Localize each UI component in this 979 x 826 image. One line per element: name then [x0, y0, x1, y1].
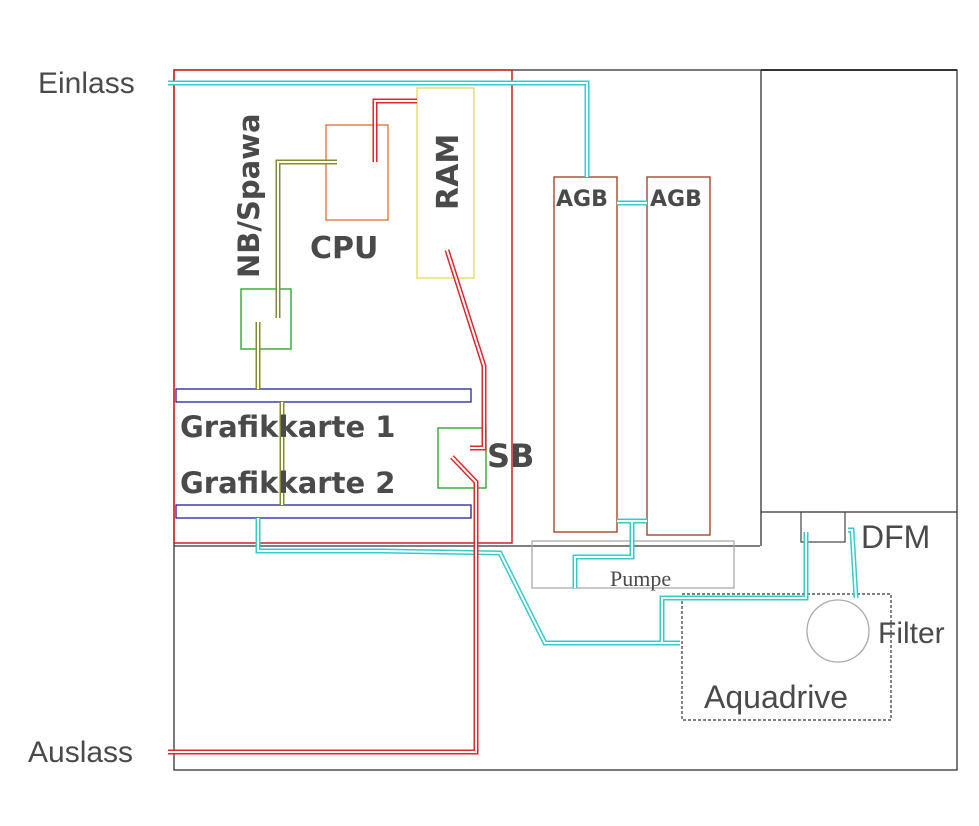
- agb1-block: [553, 176, 618, 533]
- nb-spawa-block: [240, 288, 292, 350]
- outflow-tubes: [168, 98, 487, 755]
- mainboard: [173, 69, 513, 544]
- dfm-block: [800, 511, 846, 543]
- gpu2-label: Grafikkarte 2: [180, 466, 395, 500]
- filter-block: [806, 599, 870, 663]
- sb-label: SB: [487, 437, 534, 475]
- einlass-label: Einlass: [38, 67, 135, 100]
- agb1-label: AGB: [556, 187, 608, 212]
- inflow-tubes: [168, 80, 859, 646]
- ram-block: [416, 87, 475, 279]
- gpu2-block: [175, 504, 472, 519]
- filter-label: Filter: [878, 617, 945, 650]
- ram-label: RAM: [431, 134, 466, 210]
- nb-spawa-label: NB/Spawa: [232, 113, 266, 278]
- aquadrive-label: Aquadrive: [704, 679, 848, 715]
- dfm-label: DFM: [861, 519, 930, 555]
- sb-block: [437, 427, 487, 489]
- agb2-label: AGB: [650, 187, 702, 212]
- gpu1-block: [175, 388, 472, 403]
- pumpe-label: Pumpe: [610, 566, 671, 591]
- cpu-block: [325, 124, 389, 221]
- cpu-label: CPU: [310, 231, 378, 266]
- aquadrive-block: [681, 593, 892, 721]
- agb2-block: [646, 176, 711, 536]
- olive-tubes: [255, 159, 337, 505]
- gpu1-label: Grafikkarte 1: [180, 410, 395, 444]
- auslass-label: Auslass: [28, 736, 133, 769]
